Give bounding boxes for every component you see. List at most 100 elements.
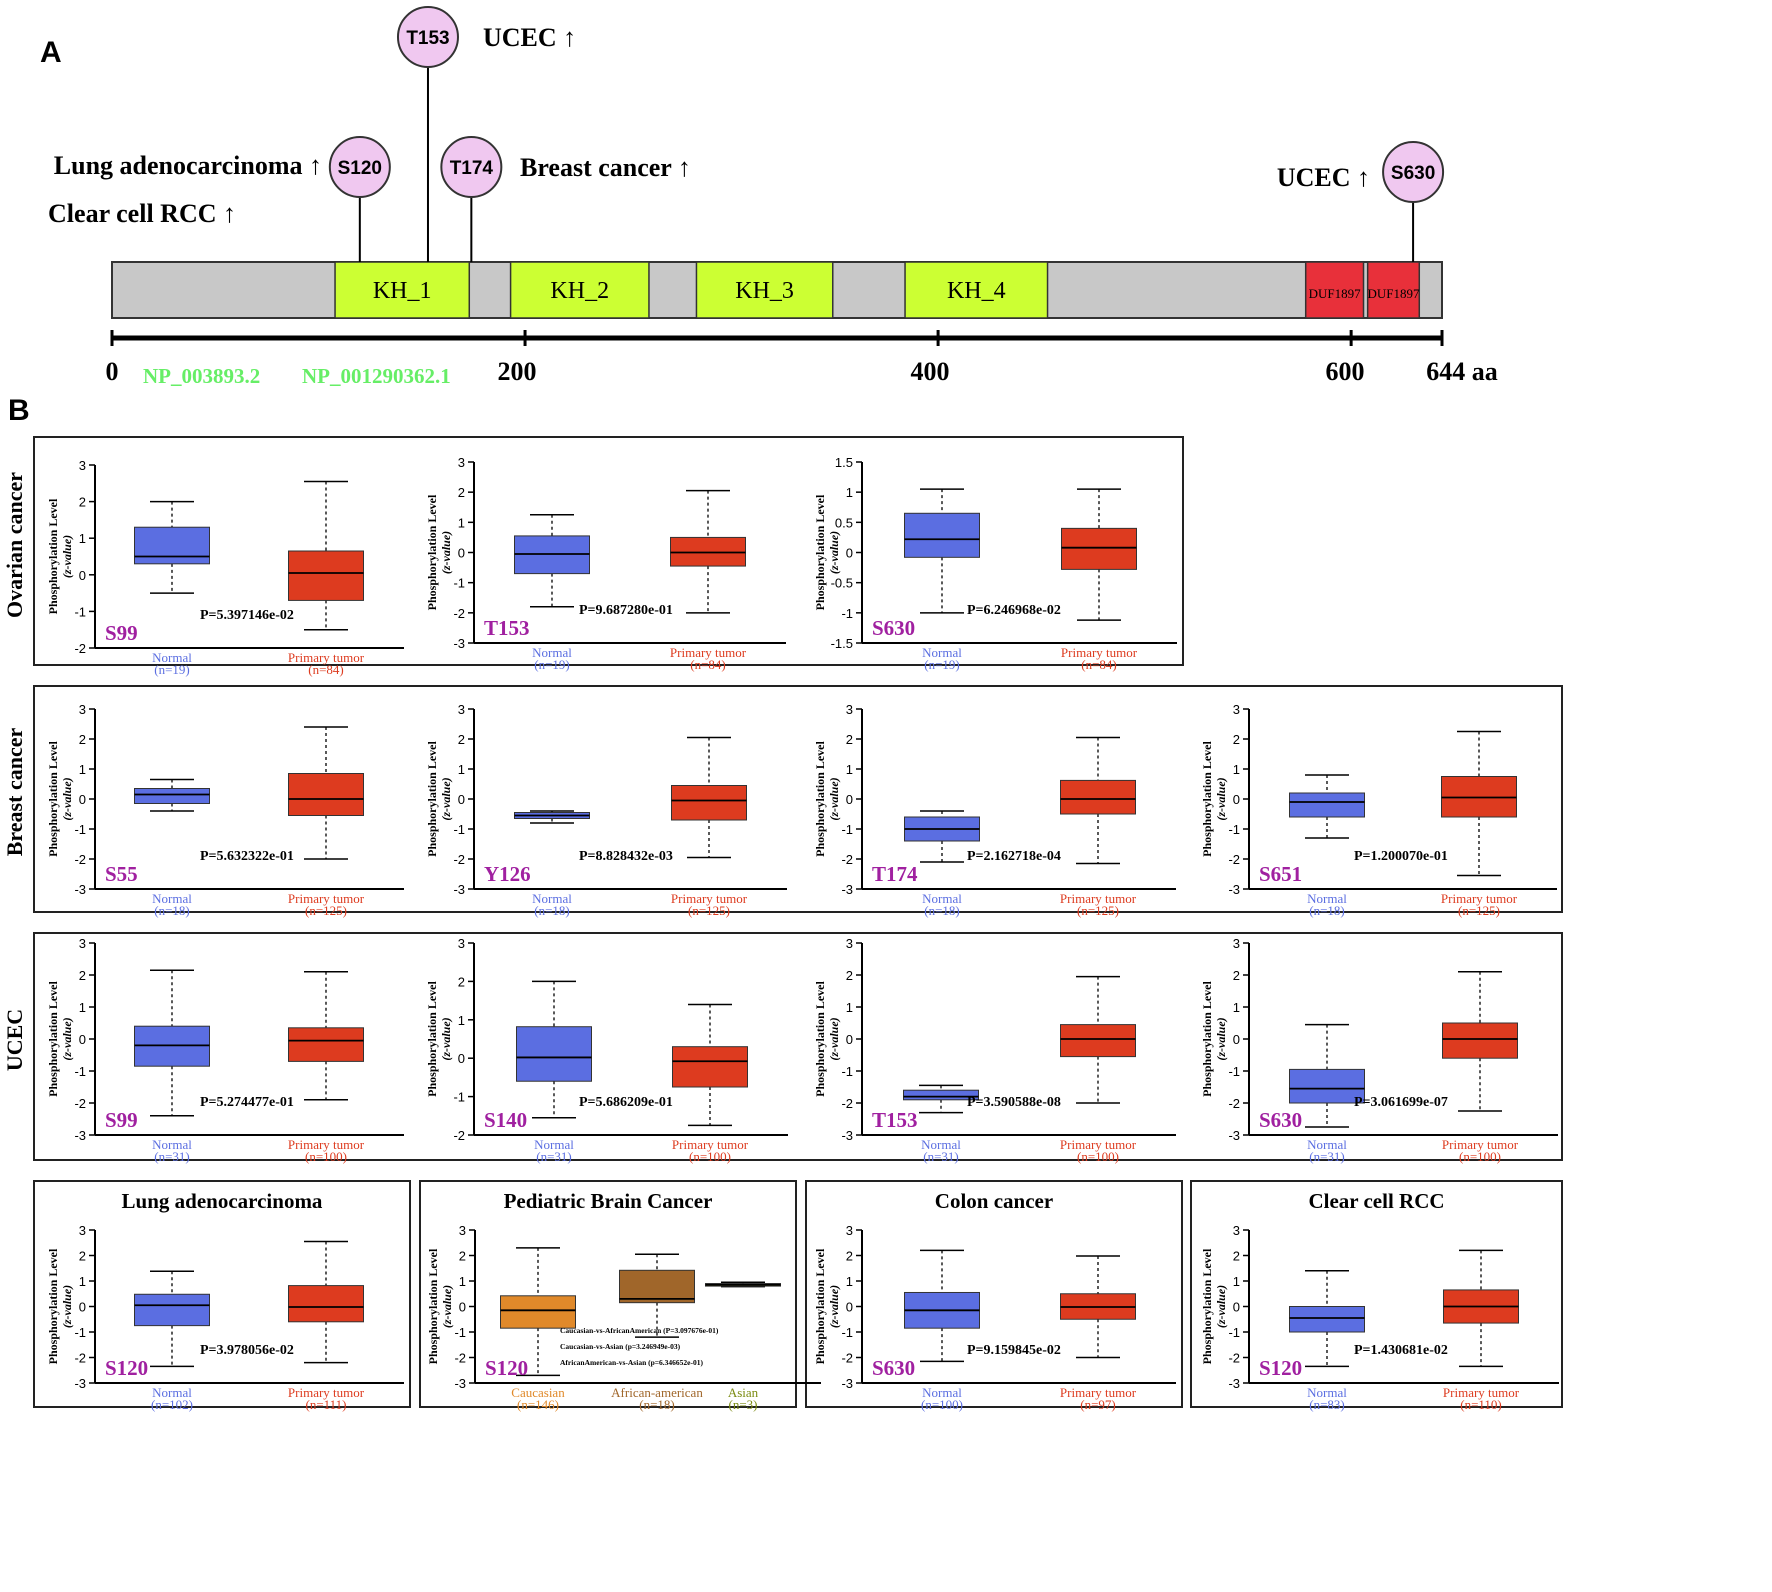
isoform-label: NP_003893.2 bbox=[143, 364, 260, 388]
domain-label: KH_2 bbox=[550, 278, 609, 304]
y-tick-label: 1 bbox=[459, 1274, 466, 1289]
y-tick-label: 3 bbox=[79, 1223, 86, 1238]
x-category-label: Primary tumor bbox=[288, 1385, 365, 1400]
box-normal bbox=[516, 1026, 592, 1082]
panel-a-label: A bbox=[40, 36, 62, 69]
y-tick-label: 2 bbox=[459, 1249, 466, 1264]
site-label: T153 bbox=[484, 616, 530, 640]
y-axis-label: Phosphorylation Level bbox=[46, 741, 60, 857]
x-category-n: (n=18) bbox=[154, 903, 190, 918]
y-tick-label: -2 bbox=[74, 1096, 86, 1111]
p-value-label: P=3.061699e-07 bbox=[1354, 1095, 1448, 1110]
y-axis-label: Phosphorylation Level bbox=[46, 1248, 60, 1364]
y-tick-label: -1.5 bbox=[831, 636, 853, 651]
x-category-n: (n=31) bbox=[154, 1149, 190, 1164]
y-axis-label: Phosphorylation Level bbox=[813, 981, 827, 1097]
y-axis-label-units: (z-value) bbox=[827, 1285, 841, 1328]
box-normal bbox=[904, 512, 980, 558]
x-category-n: (n=19) bbox=[154, 662, 190, 677]
chart-group-frame bbox=[805, 1180, 1183, 1408]
y-tick-label: -1 bbox=[453, 1090, 465, 1105]
x-category-label: African-american bbox=[611, 1385, 703, 1400]
ruler-tick-label: 400 bbox=[911, 357, 950, 386]
y-tick-label: -2 bbox=[74, 852, 86, 867]
y-tick-label: 3 bbox=[79, 702, 86, 717]
y-tick-label: -3 bbox=[454, 1376, 466, 1391]
x-category-n: (n=84) bbox=[308, 662, 344, 677]
y-axis-label-units: (z-value) bbox=[440, 1285, 454, 1328]
chart-group-frame bbox=[33, 685, 1563, 913]
y-tick-label: 3 bbox=[846, 936, 853, 951]
y-tick-label: -1 bbox=[1228, 1064, 1240, 1079]
site-label: Y126 bbox=[484, 862, 531, 886]
x-category-n: (n=146) bbox=[517, 1397, 559, 1412]
y-tick-label: 3 bbox=[458, 702, 465, 717]
y-tick-label: 1 bbox=[458, 1013, 465, 1028]
y-tick-label: 3 bbox=[1233, 936, 1240, 951]
site-annotation: Lung adenocarcinoma ↑ bbox=[54, 151, 322, 180]
y-axis-label-units: (z-value) bbox=[827, 1017, 841, 1060]
x-category-label: Primary tumor bbox=[1061, 645, 1138, 660]
y-tick-label: 3 bbox=[458, 936, 465, 951]
site-label: T153 bbox=[872, 1108, 918, 1132]
y-tick-label: -3 bbox=[841, 1128, 853, 1143]
site-label: S651 bbox=[1259, 862, 1302, 886]
y-tick-label: -1 bbox=[74, 604, 86, 619]
y-tick-label: 2 bbox=[458, 485, 465, 500]
x-category-n: (n=111) bbox=[305, 1397, 346, 1412]
y-tick-label: 0 bbox=[79, 792, 86, 807]
y-tick-label: -2 bbox=[1228, 1351, 1240, 1366]
y-tick-label: -2 bbox=[841, 1351, 853, 1366]
ruler-tick-label: 0 bbox=[106, 357, 119, 386]
site-annotation: Clear cell RCC ↑ bbox=[48, 199, 236, 228]
y-tick-label: 0 bbox=[459, 1300, 466, 1315]
x-category-label: Caucasian bbox=[511, 1385, 565, 1400]
site-label: S630 bbox=[1391, 163, 1435, 184]
y-tick-label: 2 bbox=[458, 732, 465, 747]
x-category-label: Primary tumor bbox=[1441, 891, 1518, 906]
ruler-tick-label: 644 aa bbox=[1426, 357, 1498, 386]
site-marker-t174 bbox=[440, 136, 503, 198]
box-normal bbox=[1289, 1306, 1365, 1333]
y-axis-label: Phosphorylation Level bbox=[425, 981, 439, 1097]
x-category-label: Normal bbox=[532, 891, 572, 906]
x-category-n: (n=100) bbox=[1459, 1149, 1501, 1164]
group-row-label: UCEC bbox=[2, 1009, 27, 1071]
y-axis-label-units: (z-value) bbox=[60, 535, 74, 578]
y-axis-label: Phosphorylation Level bbox=[46, 981, 60, 1097]
x-category-label: Primary tumor bbox=[1060, 891, 1137, 906]
box-primary-tumor bbox=[672, 1046, 748, 1088]
y-tick-label: 2 bbox=[1233, 968, 1240, 983]
y-tick-label: 2 bbox=[1233, 732, 1240, 747]
x-category-n: (n=125) bbox=[688, 903, 730, 918]
x-category-n: (n=100) bbox=[689, 1149, 731, 1164]
y-axis-label-units: (z-value) bbox=[439, 531, 453, 574]
x-category-label: Normal bbox=[152, 650, 192, 665]
x-category-label: Normal bbox=[152, 1385, 192, 1400]
x-category-label: Primary tumor bbox=[288, 891, 365, 906]
p-value-label: P=9.159845e-02 bbox=[967, 1343, 1061, 1358]
y-tick-label: 2 bbox=[846, 732, 853, 747]
boxplot-lung-adenocarcinoma-s120: Lung adenocarcinoma-3-2-10123Phosphoryla… bbox=[46, 1189, 404, 1412]
site-label: T153 bbox=[406, 28, 449, 49]
p-value-label: P=3.590588e-08 bbox=[967, 1095, 1061, 1110]
x-category-n: (n=125) bbox=[1077, 903, 1119, 918]
y-tick-label: -1 bbox=[841, 606, 853, 621]
domain-label: DUF1897 bbox=[1309, 286, 1362, 301]
y-tick-label: -2 bbox=[453, 606, 465, 621]
x-category-n: (n=102) bbox=[151, 1397, 193, 1412]
y-tick-label: -2 bbox=[453, 852, 465, 867]
y-tick-label: -3 bbox=[453, 636, 465, 651]
y-axis-label: Phosphorylation Level bbox=[425, 741, 439, 857]
chart-group-frame bbox=[33, 1180, 411, 1408]
comparison-note: AfricanAmerican-vs-Asian (p=6.346652e-01… bbox=[560, 1358, 704, 1367]
site-label: S140 bbox=[484, 1108, 527, 1132]
x-category-n: (n=31) bbox=[536, 1149, 572, 1164]
p-value-label: P=9.687280e-01 bbox=[579, 603, 673, 618]
x-category-n: (n=19) bbox=[534, 657, 570, 672]
site-label: S120 bbox=[485, 1356, 528, 1380]
